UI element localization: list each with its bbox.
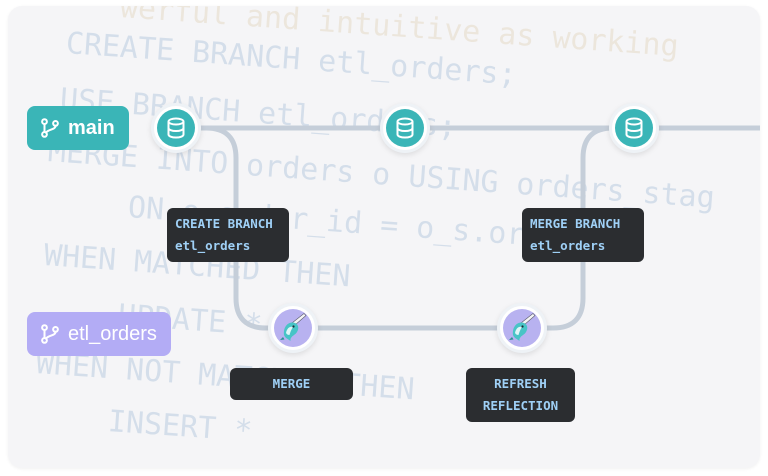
operation-line: REFRESH — [494, 376, 547, 391]
operation-line: MERGE — [272, 376, 311, 391]
narwhal-icon — [280, 313, 307, 341]
database-icon — [396, 117, 414, 139]
narwhal-icon — [509, 313, 536, 341]
git-branch-icon — [41, 324, 59, 344]
operation-line: MERGE BRANCH — [530, 216, 621, 231]
branch-label-main: main — [27, 106, 129, 150]
main-commit-node — [151, 103, 201, 153]
operation-line: CREATE BRANCH — [175, 216, 273, 231]
main-commit-node — [380, 103, 430, 153]
operation-line: etl_orders — [530, 238, 606, 253]
git-branch-icon — [41, 118, 59, 138]
operation-merge: MERGE — [230, 368, 353, 400]
branch-name: etl_orders — [68, 322, 157, 345]
branch-name: main — [68, 116, 115, 139]
diagram-card: werful and intuitive as working CREATE B… — [8, 6, 760, 468]
operation-line: REFLECTION — [482, 398, 559, 413]
etl-commit-node — [497, 303, 547, 353]
etl-commit-node — [268, 303, 318, 353]
operation-refresh-reflection: REFRESH REFLECTION — [466, 368, 575, 422]
main-commit-node — [609, 103, 659, 153]
operation-merge-branch: MERGE BRANCH etl_orders — [522, 208, 644, 262]
operation-create-branch: CREATE BRANCH etl_orders — [167, 208, 289, 262]
operation-line: etl_orders — [175, 238, 251, 253]
database-icon — [167, 117, 185, 139]
branch-connectors — [193, 125, 760, 331]
database-icon — [625, 117, 643, 139]
branch-label-etl-orders: etl_orders — [27, 312, 171, 356]
